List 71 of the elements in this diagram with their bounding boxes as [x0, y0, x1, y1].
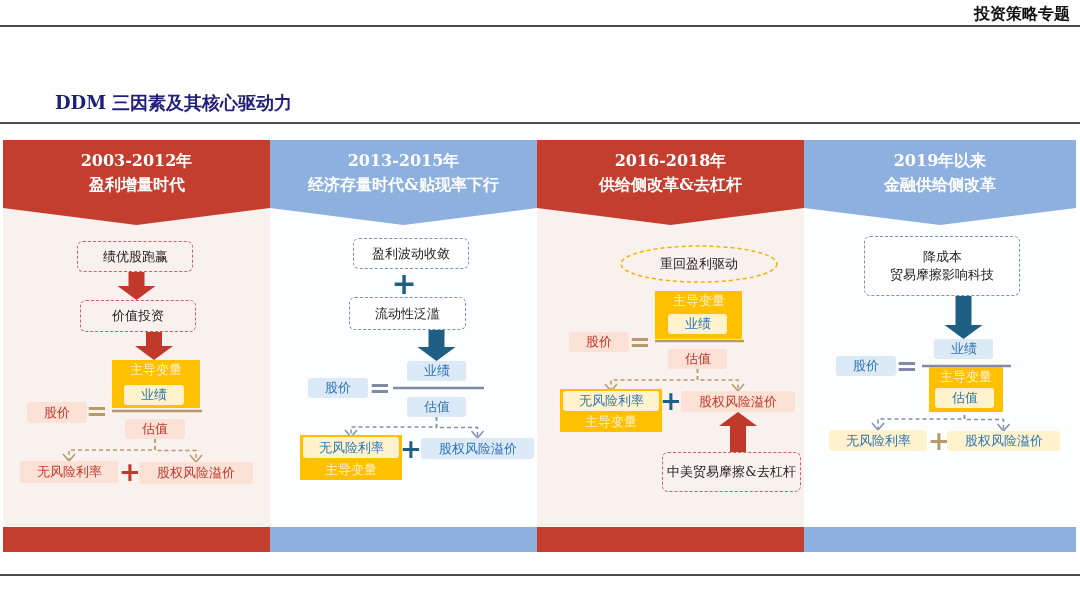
term-tag: 股价 — [569, 332, 629, 352]
term-tag: 估值 — [125, 419, 185, 439]
highlight-caption: 主导变量 — [671, 293, 726, 309]
period-column — [537, 140, 804, 552]
period-column — [3, 140, 270, 552]
term-tag: 股价 — [308, 378, 368, 398]
term-tag: 业绩 — [407, 361, 466, 381]
plus-sign: + — [660, 388, 682, 414]
block-arrow — [135, 332, 173, 360]
plus-sign: + — [391, 269, 417, 299]
block-arrow — [719, 412, 757, 452]
period-heading: 盈利增量时代 — [87, 174, 186, 196]
dashed-note-box: 流动性泛滥 — [349, 297, 466, 330]
term-tag: 无风险利率 — [829, 430, 927, 451]
term-tag: 无风险利率 — [563, 391, 659, 411]
highlight-box — [300, 435, 402, 480]
period-column — [804, 140, 1076, 552]
term-tag: 估值 — [668, 349, 727, 369]
highlight-box — [560, 389, 662, 432]
equals-sign: = — [369, 375, 391, 401]
term-tag: 业绩 — [668, 314, 727, 334]
period-year: 2013-2015年 — [346, 150, 461, 172]
highlight-box — [929, 367, 1003, 412]
term-tag: 股权风险溢价 — [421, 438, 534, 459]
dashed-note-box: 绩优股跑赢 — [77, 241, 193, 272]
diagram-title: DDM 三因素及其核心驱动力 — [55, 94, 293, 112]
term-tag: 无风险利率 — [20, 461, 118, 483]
highlight-caption: 主导变量 — [939, 369, 993, 385]
dashed-note-box: 价值投资 — [80, 300, 196, 332]
term-tag: 股价 — [27, 402, 87, 423]
dashed-arrow — [435, 416, 485, 439]
period-year: 2016-2018年 — [613, 150, 728, 172]
block-arrow — [944, 296, 983, 339]
term-tag: 股权风险溢价 — [681, 391, 795, 412]
note-line: 降成本 — [922, 248, 962, 266]
period-year: 2019年以来 — [892, 150, 988, 172]
dashed-note-box: 盈利波动收敛 — [353, 238, 469, 269]
dashed-arrow — [154, 438, 203, 463]
period-year: 2003-2012年 — [79, 150, 194, 172]
note-line: 贸易摩擦影响科技 — [890, 266, 994, 284]
term-tag: 估值 — [407, 397, 466, 417]
term-tag: 股权风险溢价 — [947, 431, 1060, 451]
equals-sign: = — [86, 398, 108, 424]
term-tag: 估值 — [935, 388, 994, 408]
equals-sign: = — [629, 329, 651, 355]
ellipse-text: 重回盈利驱动 — [660, 255, 738, 273]
dashed-arrow — [696, 368, 745, 392]
plus-sign: + — [400, 436, 422, 462]
section-header: 投资策略专题 — [974, 6, 1070, 22]
term-tag: 股价 — [836, 356, 896, 376]
dashed-note-box: 中美贸易摩擦&去杠杆 — [662, 452, 801, 492]
term-tag: 业绩 — [124, 385, 184, 405]
dashed-note-box — [864, 236, 1020, 296]
block-arrow — [117, 272, 156, 300]
equals-sign: = — [896, 353, 918, 379]
highlight-box — [112, 360, 200, 408]
term-tag: 无风险利率 — [303, 437, 399, 458]
plus-sign: + — [928, 428, 950, 454]
dashed-ellipse — [620, 245, 778, 283]
term-tag: 业绩 — [934, 339, 993, 359]
highlight-caption: 主导变量 — [129, 362, 183, 378]
period-heading: 金融供给侧改革 — [883, 174, 997, 196]
period-column — [270, 140, 537, 552]
term-tag: 股权风险溢价 — [139, 462, 253, 484]
period-heading: 经济存量时代&贴现率下行 — [307, 174, 500, 196]
highlight-caption: 主导变量 — [584, 414, 638, 430]
plus-sign: + — [119, 459, 141, 485]
period-heading: 供给侧改革&去杠杆 — [597, 174, 743, 196]
highlight-box — [655, 291, 742, 339]
highlight-caption: 主导变量 — [324, 462, 378, 478]
block-arrow — [417, 330, 456, 361]
